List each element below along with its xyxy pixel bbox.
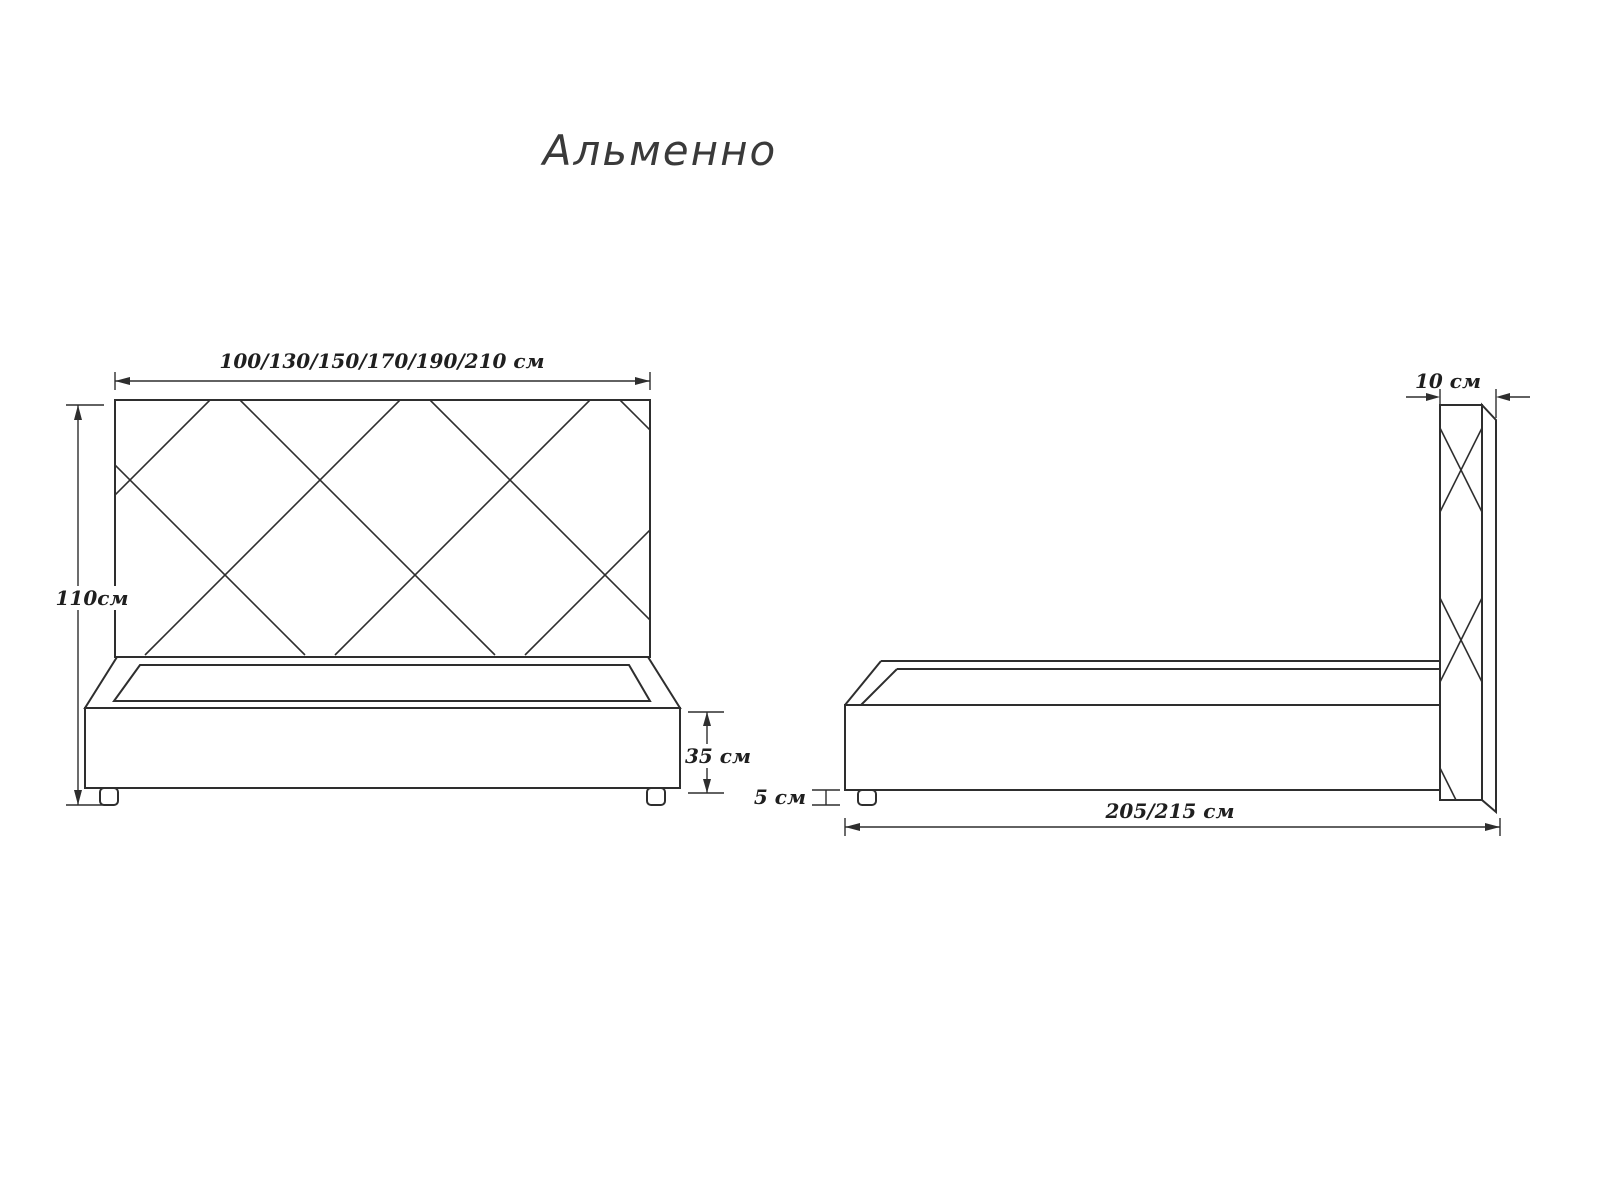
- pattern-line: [1440, 767, 1457, 800]
- side-thickness-label: 10 см: [1415, 369, 1481, 393]
- leg-right: [646, 787, 666, 806]
- headboard-side-panel: [1439, 402, 1497, 815]
- front-height-label: 110см: [56, 586, 129, 610]
- base-top-rim-outer: [83, 656, 682, 709]
- front-base-height-dimension: 35 см: [685, 711, 751, 794]
- front-width-label: 100/130/150/170/190/210 см: [219, 349, 544, 373]
- base-top-rim-inner: [112, 664, 652, 702]
- panel-depth-face: [1481, 402, 1497, 815]
- pattern-line: [619, 400, 650, 432]
- front-height-dimension: 110см: [56, 404, 129, 806]
- arrow-left-icon: [115, 377, 130, 385]
- pattern-line: [115, 400, 211, 497]
- drawing-title: Альменно: [540, 126, 777, 175]
- pattern-line: [239, 400, 496, 656]
- base-rim-slant-outer: [844, 660, 882, 706]
- side-length-dimension: 205/215 см: [844, 799, 1501, 836]
- front-base-height-label: 35 см: [685, 744, 751, 768]
- bed-base-front: [83, 656, 682, 789]
- side-thickness-dimension: 10 см: [1406, 369, 1530, 418]
- arrow-right-icon: [635, 377, 650, 385]
- pattern-line: [115, 463, 306, 656]
- label-backdrop: [688, 744, 748, 768]
- headboard-outline: [114, 399, 651, 658]
- panel-pattern: [1440, 427, 1482, 800]
- arrow-right-icon: [1485, 823, 1500, 831]
- arrow-down-icon: [74, 790, 82, 805]
- pattern-line: [334, 400, 591, 656]
- front-view: 100/130/150/170/190/210 см: [56, 349, 751, 806]
- front-legs: [99, 787, 666, 806]
- base-rim-slant-inner: [860, 668, 898, 706]
- headboard: [114, 399, 651, 658]
- arrow-left-icon: [1496, 393, 1510, 401]
- label-backdrop: [58, 586, 128, 610]
- panel-face: [1439, 404, 1483, 801]
- arrow-down-icon: [703, 779, 711, 793]
- leg-side: [857, 789, 877, 806]
- pattern-line: [1440, 427, 1482, 513]
- side-leg-height-label: 5 см: [754, 785, 806, 809]
- pattern-line: [1440, 597, 1482, 683]
- front-width-dimension: 100/130/150/170/190/210 см: [114, 349, 651, 390]
- pattern-line: [144, 400, 401, 656]
- pattern-line: [524, 528, 650, 656]
- side-leg-height-dimension: 5 см: [754, 785, 840, 809]
- base-side-face: [844, 704, 1441, 791]
- base-front-face: [84, 707, 681, 789]
- side-length-label: 205/215 см: [1105, 799, 1235, 823]
- pattern-line: [429, 400, 650, 622]
- arrow-right-icon: [1426, 393, 1440, 401]
- arrow-up-icon: [703, 712, 711, 726]
- leg-left: [99, 787, 119, 806]
- arrow-up-icon: [74, 405, 82, 420]
- arrow-left-icon: [845, 823, 860, 831]
- bed-base-side: [844, 660, 1441, 791]
- side-view: 10 см: [754, 369, 1530, 836]
- pattern-line: [115, 653, 116, 655]
- headboard-pattern: [115, 400, 650, 656]
